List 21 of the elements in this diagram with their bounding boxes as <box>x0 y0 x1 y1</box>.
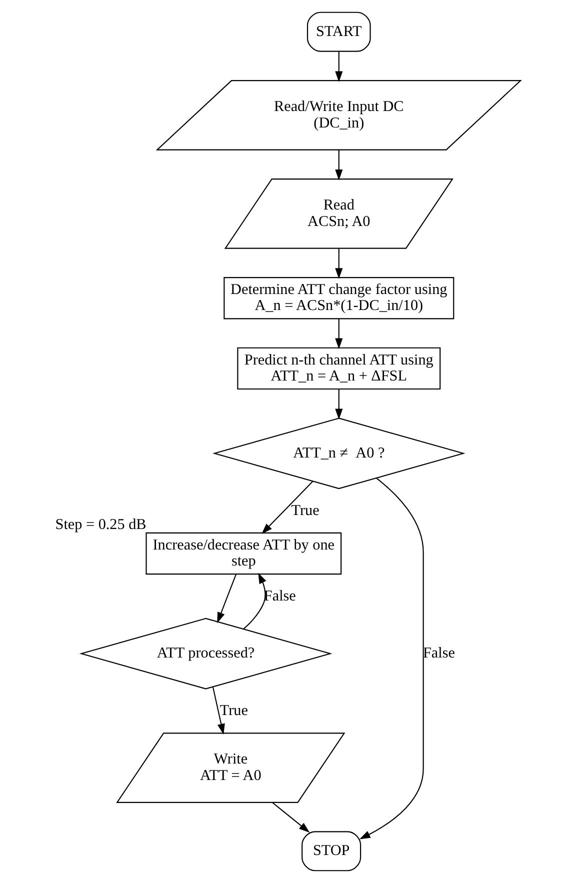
node-label: Step = 0.25 dB <box>55 516 146 533</box>
arrow <box>335 318 343 350</box>
arrow <box>335 150 343 180</box>
edge-label: True <box>220 702 248 719</box>
node-diamond: ATT processed? <box>79 618 332 690</box>
node-box: Predict n-th channel ATT using ATT_n = A_n + ΔFSL <box>237 347 441 390</box>
node-box: Determine ATT change factor using A_n = ACSn*(1-DC_in/10) <box>224 276 454 320</box>
arrow <box>335 389 343 420</box>
arrow <box>272 802 310 833</box>
arrow <box>335 248 343 279</box>
arrow <box>212 686 225 735</box>
node-diamond: ATT_n ≠ A0 ? <box>212 418 466 490</box>
node-box: START <box>306 12 371 52</box>
arrow <box>359 478 424 840</box>
arrow <box>217 574 236 624</box>
edge-label: True <box>291 502 320 519</box>
arrow <box>335 51 343 82</box>
arrow <box>262 480 314 534</box>
node-box: STOP <box>302 831 362 872</box>
arrow <box>243 572 266 630</box>
node-box: Increase/decrease ATT by one step <box>146 532 342 575</box>
